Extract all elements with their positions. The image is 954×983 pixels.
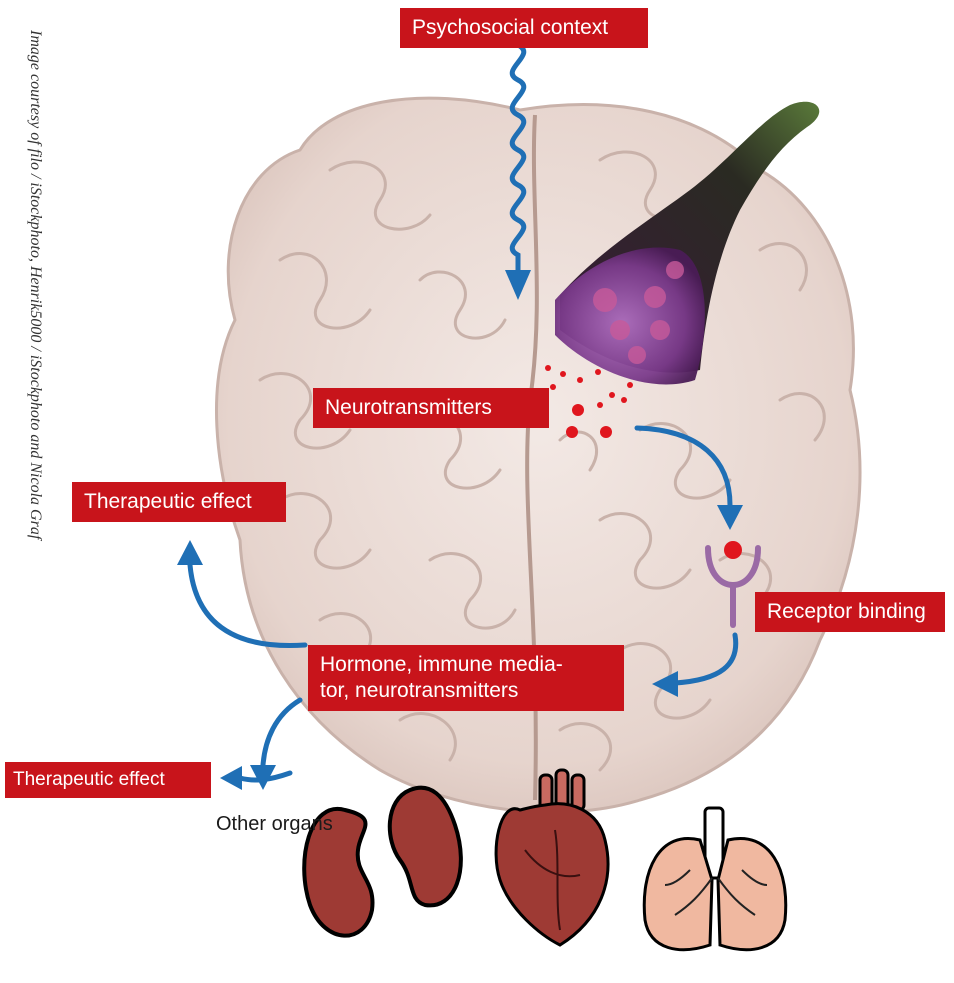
image-credit: Image courtesy of filo / iStockphoto, He… — [26, 30, 44, 539]
label-psychosocial-context: Psychosocial context — [400, 8, 648, 48]
label-neurotransmitters: Neurotransmitters — [313, 388, 549, 428]
label-receptor-binding: Receptor binding — [755, 592, 945, 632]
label-therapeutic-effect-bottom: Therapeutic effect — [5, 762, 211, 798]
lungs-icon — [644, 808, 786, 950]
label-hormone-immune-mediator: Hormone, immune media- tor, neurotransmi… — [308, 645, 624, 711]
label-therapeutic-effect-top: Therapeutic effect — [72, 482, 286, 522]
kidneys-icon — [304, 788, 461, 936]
label-other-organs: Other organs — [216, 813, 333, 836]
hormone-to-organs-arrow — [263, 700, 300, 765]
hormone-line-2: tor, neurotransmitters — [320, 678, 612, 704]
hormone-line-1: Hormone, immune media- — [320, 652, 612, 678]
